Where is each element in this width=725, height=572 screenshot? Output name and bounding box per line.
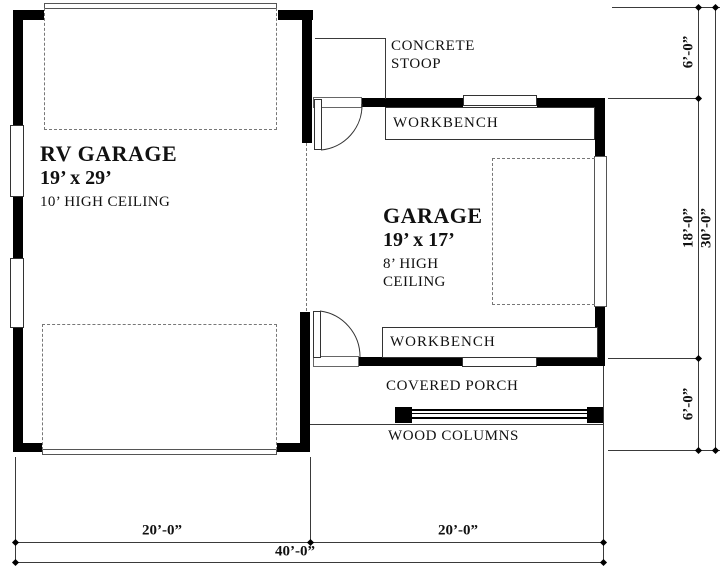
dim-bottom-left-label: 20’-0” <box>142 522 182 539</box>
garage-door-east <box>594 156 607 307</box>
window-garage-north <box>463 95 537 106</box>
rv-garage-ceiling: 10’ HIGH CEILING <box>40 194 171 210</box>
dim-bottom-overall-label: 40’-0” <box>275 543 315 560</box>
wood-column-left <box>395 407 412 423</box>
dim-tick <box>694 354 703 363</box>
workbench-top: WORKBENCH <box>385 107 595 140</box>
stoop-outline-top <box>315 38 386 39</box>
garage-size: 19’ x 17’ <box>383 229 455 251</box>
garage-label-block: GARAGE 19’ x 17’ 8’ HIGH CEILING <box>383 204 483 291</box>
dim-tick <box>11 558 20 567</box>
dim-tick <box>11 538 20 547</box>
wall-bottom-right-stub <box>277 443 310 452</box>
interior-opening-dashed-line <box>306 143 307 311</box>
rv-garage-door-south <box>42 449 277 455</box>
dim-tick <box>694 446 703 455</box>
dim-tick <box>711 3 720 12</box>
rv-garage-door-north <box>44 3 277 9</box>
workbench-bottom: WORKBENCH <box>382 327 598 358</box>
dim-ext-bottom-right <box>603 366 604 563</box>
wood-column-right <box>587 407 604 423</box>
dim-ext-bottom-left <box>15 457 16 563</box>
wall-interior-lower <box>300 312 310 452</box>
wood-columns-label: WOOD COLUMNS <box>388 428 519 444</box>
wall-bottom-left-stub <box>13 443 42 452</box>
dim-tick <box>599 538 608 547</box>
dim-right-overall-label: 30’-0” <box>698 208 715 248</box>
rv-garage-size: 19’ x 29’ <box>40 167 112 189</box>
dim-tick <box>694 3 703 12</box>
dim-tick <box>599 558 608 567</box>
wall-garage-top-b <box>537 98 605 107</box>
dim-line-bottom-outer <box>15 562 606 563</box>
rv-garage-door-north-track <box>44 8 277 130</box>
dim-right-middle-label: 18’-0” <box>680 208 697 248</box>
concrete-stoop-line2: STOOP <box>391 56 442 72</box>
rv-garage-door-south-track <box>42 324 277 450</box>
garage-ceiling-line1: 8’ HIGH <box>383 256 439 272</box>
door-north-leaf <box>314 99 322 150</box>
dim-bottom-right-label: 20’-0” <box>438 522 478 539</box>
wall-left-lower <box>13 328 23 452</box>
workbench-bottom-label: WORKBENCH <box>390 334 496 350</box>
wall-left-middle <box>13 197 23 258</box>
dim-tick <box>711 446 720 455</box>
rv-garage-title: RV GARAGE <box>40 141 178 166</box>
workbench-top-label: WORKBENCH <box>393 115 499 131</box>
dim-ext-right-top <box>612 7 720 8</box>
wall-left-upper <box>13 10 23 125</box>
concrete-stoop-line1: CONCRETE <box>391 38 475 54</box>
stoop-outline-right <box>385 38 386 99</box>
dim-right-top-label: 6’-0” <box>680 35 697 69</box>
wall-top-left-stub <box>13 10 44 20</box>
dim-right-bottom-label: 6’-0” <box>680 387 697 421</box>
dim-line-right-inner <box>698 7 699 451</box>
garage-door-east-track <box>492 158 595 305</box>
dim-line-right-outer <box>715 7 716 451</box>
wall-east-upper <box>595 98 605 157</box>
wall-east-lower <box>595 307 605 366</box>
dim-ext-right-upper <box>608 98 700 99</box>
concrete-stoop-label: CONCRETE STOOP <box>391 37 475 73</box>
rv-garage-label-block: RV GARAGE 19’ x 29’ 10’ HIGH CEILING <box>40 142 177 211</box>
covered-porch-label: COVERED PORCH <box>386 378 519 394</box>
garage-ceiling-line2: CEILING <box>383 274 446 290</box>
dim-ext-right-bottom <box>608 450 720 451</box>
dim-ext-bottom-mid <box>310 457 311 543</box>
window-left-lower <box>10 258 24 328</box>
door-south-leaf <box>313 311 321 358</box>
garage-title: GARAGE <box>383 203 483 228</box>
wall-top-right-stub <box>278 10 313 20</box>
porch-beam <box>411 409 587 419</box>
porch-edge-line <box>310 424 603 425</box>
dim-tick <box>694 94 703 103</box>
window-left-upper <box>10 125 24 197</box>
wall-interior-upper <box>302 10 312 143</box>
wall-garage-bottom-b <box>537 357 605 366</box>
dim-ext-right-lower <box>608 358 700 359</box>
wall-garage-bottom-a <box>358 357 462 366</box>
wall-garage-top-a <box>362 98 463 107</box>
porch-beam-lines <box>411 413 587 418</box>
